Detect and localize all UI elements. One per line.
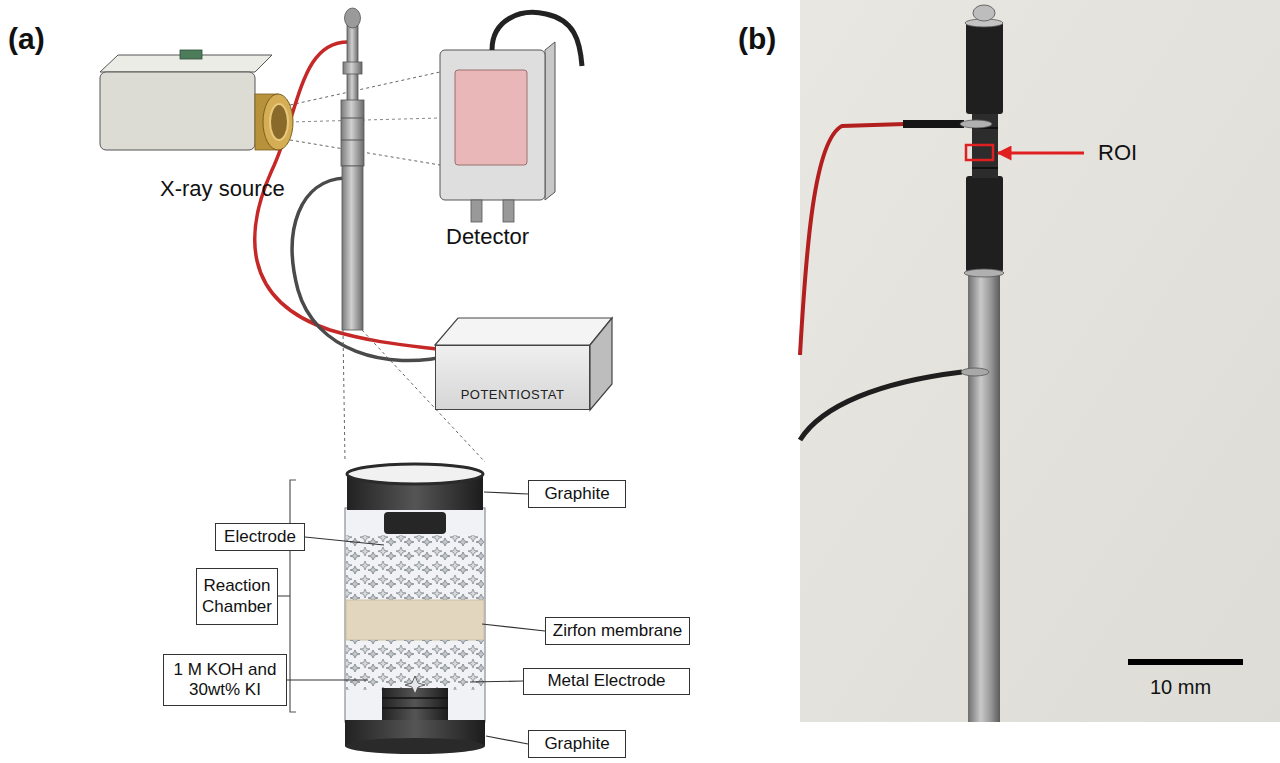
detector-foot <box>471 200 482 222</box>
component-label: Detector <box>446 224 529 250</box>
part-label-box: Zirfon membrane <box>545 617 690 645</box>
node-text: Metal Electrode <box>547 671 665 691</box>
washer <box>961 368 989 376</box>
rod-body <box>342 166 363 330</box>
bottom-graphite-edge <box>345 738 485 754</box>
roi-box <box>966 145 993 160</box>
rod-dome <box>345 8 361 28</box>
detector-body <box>440 50 545 200</box>
roi-arrow <box>998 152 1084 155</box>
region-label: ROI <box>1098 140 1137 166</box>
red-wire <box>800 124 905 355</box>
part-label-box: Reaction Chamber <box>196 568 278 625</box>
rod-collar <box>343 62 362 74</box>
crystal-layer <box>346 535 484 601</box>
crystal <box>405 676 425 694</box>
node-text: Graphite <box>544 484 609 504</box>
top-electrode <box>384 512 446 534</box>
panel-label: (b) <box>738 22 776 56</box>
chamber-bracket <box>290 480 296 712</box>
node-text: Graphite <box>544 734 609 754</box>
node-text: Zirfon membrane <box>553 621 682 641</box>
leader-line <box>278 595 290 596</box>
lower-holder <box>966 176 1003 272</box>
black-wire <box>800 372 962 440</box>
rod-band <box>341 118 364 119</box>
glass-chamber <box>345 508 485 722</box>
leader-line <box>305 537 384 545</box>
leader-line <box>470 681 523 682</box>
scale-bar <box>1128 659 1243 665</box>
washer <box>960 120 992 128</box>
rod-band <box>341 140 364 141</box>
leader-line <box>486 736 528 744</box>
panel-label: (a) <box>8 22 45 56</box>
steel-rod <box>968 275 1000 722</box>
upper-holder <box>966 22 1003 114</box>
part-label-box: Graphite <box>528 730 626 758</box>
component-label: X-ray source <box>160 176 285 202</box>
part-label-box: Metal Electrode <box>523 668 690 695</box>
electrode-rib <box>382 697 448 699</box>
node-text: 1 M KOH and 30wt% KI <box>168 660 282 701</box>
beam-line <box>290 72 440 105</box>
node-text: Electrode <box>224 527 296 547</box>
node-text: POTENTIOSTAT <box>461 387 565 402</box>
node-text: Reaction Chamber <box>201 576 273 617</box>
membrane-layer <box>346 600 484 640</box>
beam-line <box>290 140 440 165</box>
rod-top <box>347 18 358 102</box>
detector-foot <box>503 200 514 222</box>
part-label-box: Graphite <box>528 480 626 508</box>
leader-line <box>482 624 545 631</box>
source-aperture <box>270 104 288 140</box>
connector-band <box>972 167 998 169</box>
top-button <box>973 5 995 21</box>
detector-screen <box>455 70 527 165</box>
potentiostat-side <box>590 318 612 410</box>
source-lens <box>263 94 293 150</box>
photo-background <box>800 0 1280 722</box>
part-label-box: Electrode <box>215 523 305 551</box>
potentiostat-top <box>435 318 612 345</box>
electrode-rib <box>382 707 448 709</box>
scale-label: 10 mm <box>1150 676 1211 699</box>
leader-line <box>287 679 368 680</box>
black-wire <box>292 178 452 361</box>
rod-joint <box>341 100 364 166</box>
beam-line <box>290 118 440 122</box>
zoom-line <box>343 330 345 462</box>
detector-cable <box>492 13 582 67</box>
detector-side <box>545 42 555 200</box>
part-label-box: 1 M KOH and 30wt% KI <box>163 654 287 706</box>
wire-sleeve <box>903 120 964 128</box>
top-graphite-face <box>347 464 483 484</box>
leader-line <box>484 492 528 494</box>
source-indicator <box>180 50 202 59</box>
washer <box>964 269 1004 277</box>
potentiostat-box: POTENTIOSTAT <box>435 345 590 410</box>
source-body <box>100 72 255 150</box>
